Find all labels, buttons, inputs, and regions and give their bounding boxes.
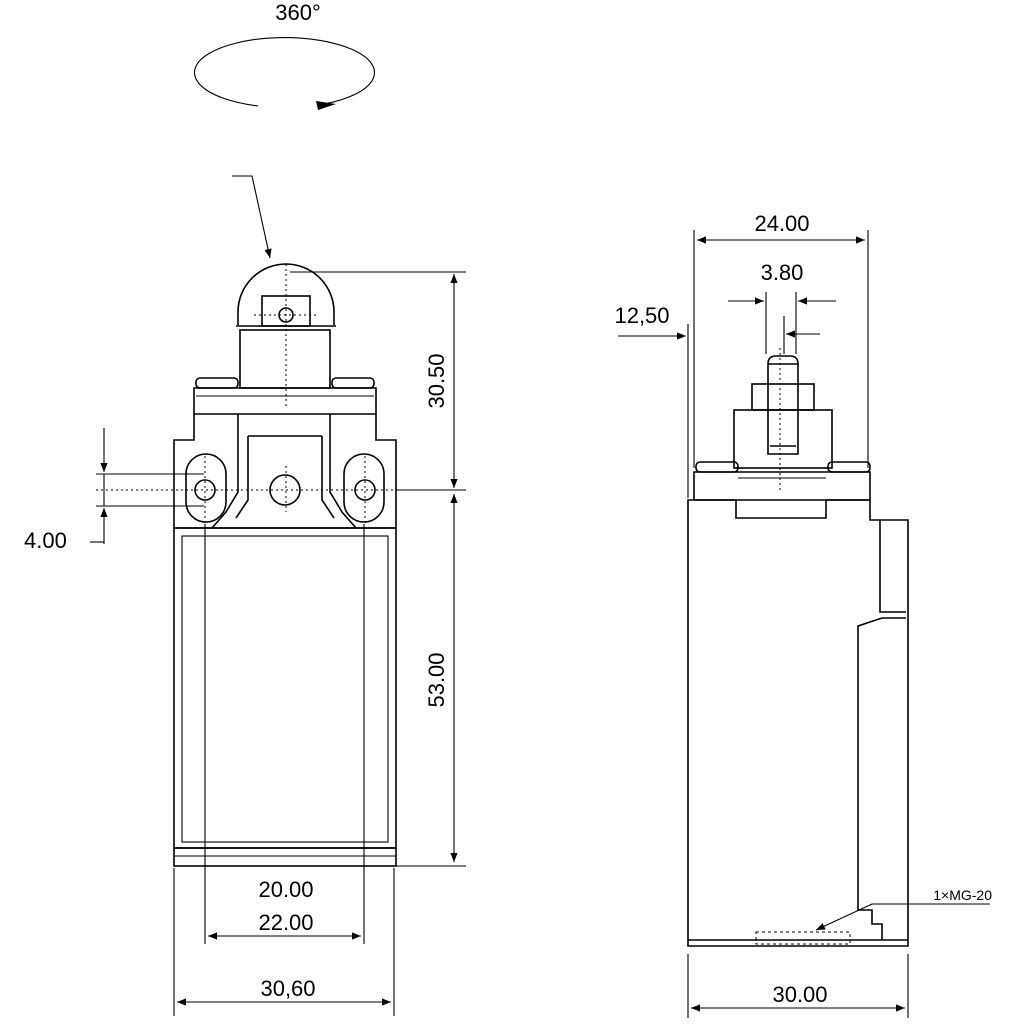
dim-30-00: 30.00 [772,982,827,1007]
side-screw-right [827,461,871,473]
dim-30-50: 30.50 [424,353,449,408]
base-plate [173,847,397,867]
mounting-slot-left [185,453,227,523]
plunger-housing [239,329,331,389]
side-plunger-upper [751,383,815,411]
rotation-arrow [194,37,376,107]
side-view [687,348,909,947]
dim-4-00: 4.00 [24,528,67,553]
dim-24-00: 24.00 [754,211,809,236]
screw-left [195,377,239,389]
side-plunger-lower [733,409,833,469]
center-hole [269,474,301,506]
side-dimensions: 24.00 3.80 12,50 30.00 1×MG-20 [614,211,992,1018]
rotation-indicator: 360° [194,0,376,110]
dim-53-00: 53.00 [424,652,449,707]
rotation-label: 360° [275,0,321,25]
front-dimensions: 30.50 53.00 4.00 20.00 22.00 30,60 [24,271,466,1016]
side-body [687,499,909,947]
mounting-slot-right [343,453,385,523]
dim-12-50: 12,50 [614,303,669,328]
body-outer [173,527,397,849]
front-view [96,263,460,867]
cable-entry-outline [755,931,851,945]
roller-pointer [232,175,272,259]
screw-right [331,377,375,389]
rotation-arrow-head [316,101,336,110]
dim-22-00: 22.00 [258,910,313,935]
dim-3-80: 3.80 [761,260,804,285]
dim-30-60: 30,60 [260,976,315,1001]
side-head [693,471,871,519]
cable-entry-label: 1×MG-20 [933,887,992,903]
side-roller [767,355,799,455]
side-screw-left [695,461,739,473]
head-block [173,387,397,529]
dim-20-00: 20.00 [258,877,313,902]
